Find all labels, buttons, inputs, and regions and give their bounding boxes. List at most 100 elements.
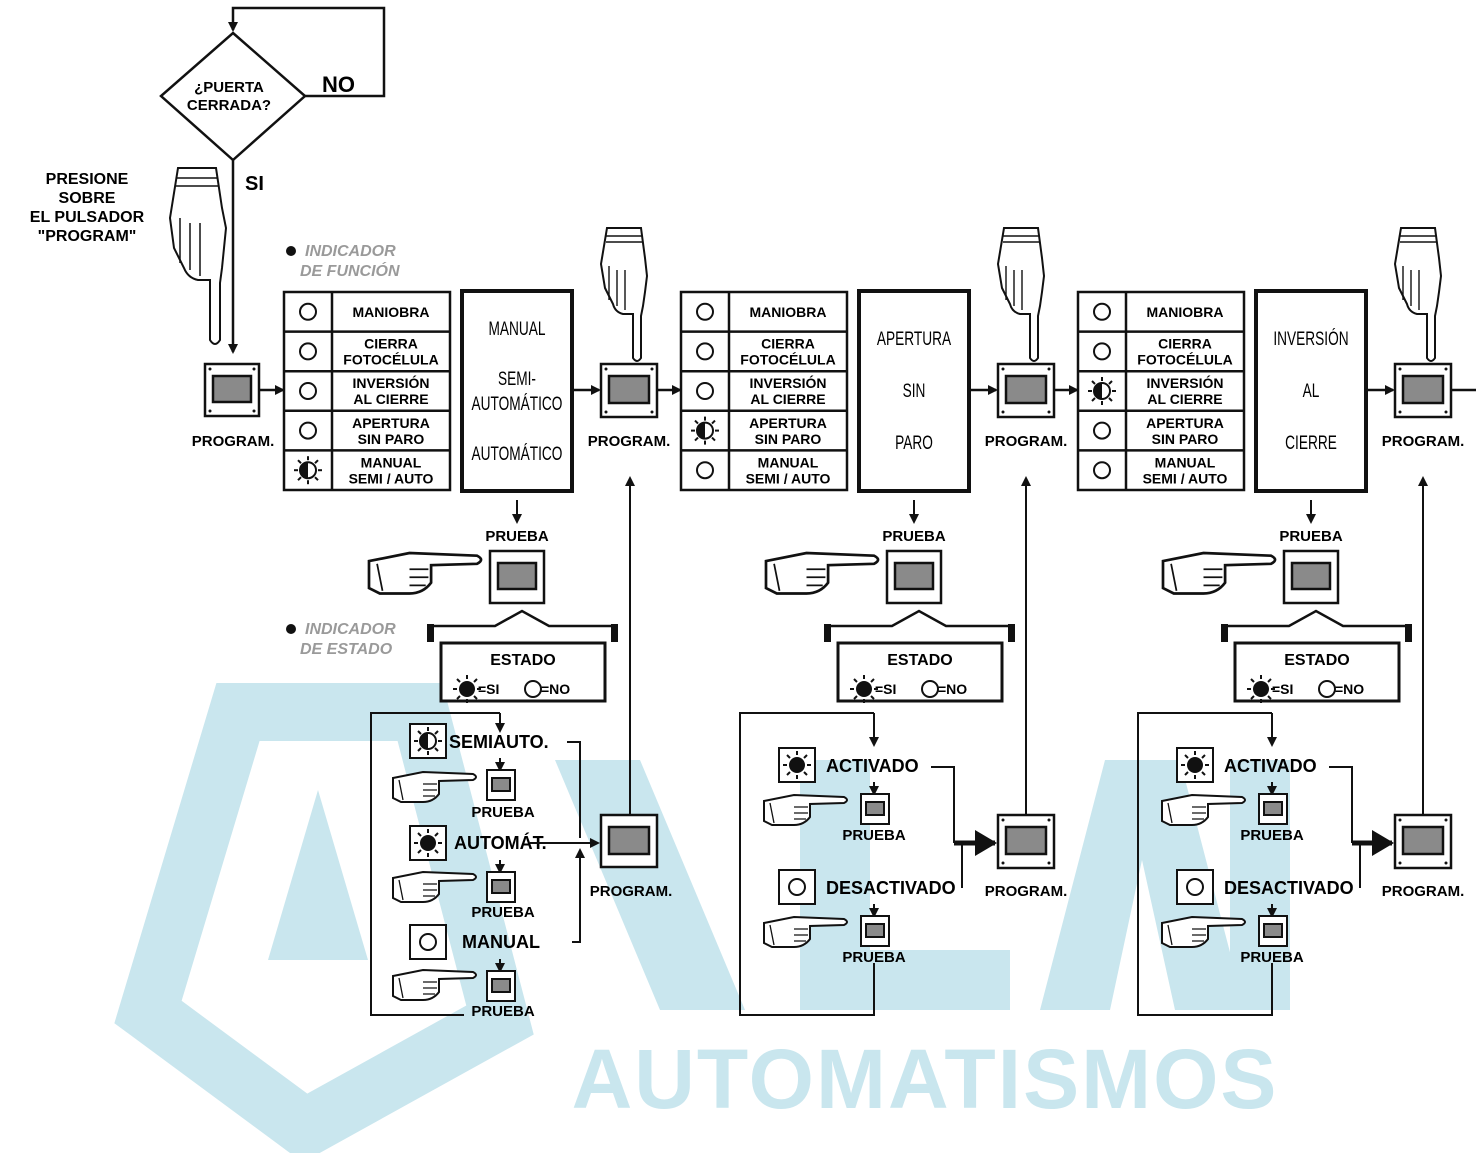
- test-button[interactable]: [885, 549, 943, 605]
- program-button-bottom[interactable]: [996, 813, 1056, 870]
- watermark: AUTOMATISMOS: [114, 683, 1290, 1153]
- function-label: SIN PARO: [755, 431, 822, 447]
- function-label: SIN PARO: [1152, 431, 1219, 447]
- program-button-start[interactable]: [203, 362, 261, 418]
- program-button[interactable]: [996, 362, 1056, 419]
- function-label: SEMI / AUTO: [349, 470, 434, 486]
- program-button[interactable]: [599, 362, 659, 419]
- led-off-icon: [299, 342, 317, 361]
- test-label: PRUEBA: [1240, 827, 1304, 844]
- test-button-small[interactable]: [860, 915, 890, 947]
- led-off-icon: [696, 461, 714, 480]
- program-label: PROGRAM.: [1382, 433, 1465, 450]
- led-on-icon: [850, 675, 878, 703]
- program-label: PROGRAM.: [985, 433, 1068, 450]
- state-yes: =SI: [478, 681, 499, 697]
- activado-line: [1329, 766, 1353, 843]
- state-bracket: [825, 609, 1013, 642]
- state-indicator-line2: DE ESTADO: [300, 641, 393, 658]
- led-off-icon: [299, 382, 317, 400]
- led-on-icon: [778, 747, 816, 783]
- hand-pointer-right-icon: [392, 968, 477, 1001]
- test-button[interactable]: [488, 549, 546, 605]
- state-title: ESTADO: [887, 652, 952, 669]
- activado-line: [931, 766, 955, 843]
- hand-pointer-right-icon: [367, 551, 483, 595]
- panel-frame: [739, 712, 875, 1016]
- hand-pointer-right-icon: [392, 870, 477, 903]
- test-button-small[interactable]: [486, 871, 516, 903]
- test-label: PRUEBA: [471, 804, 535, 821]
- function-label: CIERRA: [1158, 336, 1212, 352]
- function-label: FOTOCÉLULA: [740, 352, 835, 368]
- test-button-small[interactable]: [1258, 793, 1288, 825]
- function-label: CIERRA: [761, 336, 815, 352]
- state-bracket: [1222, 609, 1410, 642]
- led-blinking-icon: [294, 456, 322, 485]
- led-off-icon: [1093, 421, 1111, 440]
- option-automatico: AUTOMÁT.: [454, 832, 547, 853]
- mode-label: SIN: [903, 380, 926, 402]
- led-off-icon: [696, 342, 714, 361]
- test-button-small[interactable]: [1258, 915, 1288, 947]
- led-off-icon: [1318, 680, 1336, 698]
- test-label: PRUEBA: [485, 528, 549, 545]
- manual-line: [572, 848, 585, 943]
- state-indicator-line1: INDICADOR: [305, 621, 396, 638]
- stage1-options-panel: SEMIAUTO. PRUEBA AUTOMÁT. PRUEBA: [370, 476, 672, 1020]
- test-button-small[interactable]: [860, 793, 890, 825]
- function-label: FOTOCÉLULA: [343, 352, 438, 368]
- decision-block: ¿PUERTA CERRADA? NO SI: [159, 6, 386, 354]
- instruction-line4: "PROGRAM": [38, 228, 137, 245]
- state-yes: =SI: [875, 681, 896, 697]
- test-button-small[interactable]: [486, 970, 516, 1002]
- state-box: ESTADO=SI=NO: [1233, 641, 1401, 703]
- hand-pointer-down-icon: [599, 227, 649, 362]
- function-label: INVERSIÓN: [352, 374, 429, 391]
- program-button-stage1-bottom[interactable]: [599, 813, 659, 869]
- led-off-icon: [1093, 461, 1111, 480]
- mode-label: MANUAL: [489, 318, 546, 340]
- test-label: PRUEBA: [1240, 949, 1304, 966]
- panel-frame: [1137, 712, 1273, 1016]
- test-label: PRUEBA: [842, 827, 906, 844]
- state-no: =NO: [938, 681, 967, 697]
- mode-label: AUTOMÁTICO: [472, 393, 563, 415]
- function-label: INVERSIÓN: [749, 374, 826, 391]
- state-yes: =SI: [1272, 681, 1293, 697]
- function-label: APERTURA: [1146, 415, 1224, 431]
- function-label: MANIOBRA: [1147, 304, 1224, 320]
- test-label: PRUEBA: [471, 1003, 535, 1020]
- led-off-icon: [299, 302, 317, 321]
- function-label: SEMI / AUTO: [746, 470, 831, 486]
- program-label: PROGRAM.: [985, 883, 1068, 900]
- led-on-icon: [1247, 675, 1275, 703]
- state-no: =NO: [541, 681, 570, 697]
- bullet-icon: [286, 246, 296, 256]
- mode-label: AL: [1303, 380, 1320, 402]
- watermark-subtitle: AUTOMATISMOS: [572, 1032, 1279, 1126]
- decision-question-line2: CERRADA?: [187, 97, 271, 114]
- test-button-small[interactable]: [486, 769, 516, 801]
- state-title: ESTADO: [1284, 652, 1349, 669]
- hand-pointer-right-icon: [392, 770, 477, 803]
- no-loop-line: [228, 6, 386, 98]
- led-on-icon: [409, 825, 447, 861]
- test-button[interactable]: [1282, 549, 1340, 605]
- function-label: MANIOBRA: [353, 304, 430, 320]
- program-button[interactable]: [1393, 362, 1453, 419]
- program-button-bottom[interactable]: [1393, 813, 1453, 870]
- led-on-icon: [1176, 747, 1214, 783]
- mode-label: AUTOMÁTICO: [472, 443, 563, 465]
- state-box: ESTADO =SI =NO: [836, 641, 1004, 703]
